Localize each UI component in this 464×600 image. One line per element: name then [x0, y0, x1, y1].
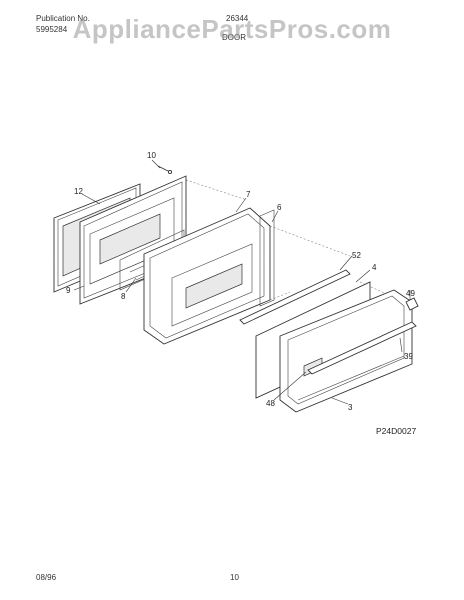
door-handle-part — [307, 321, 417, 375]
callout-3: 3 — [348, 403, 353, 412]
outer-door-frame-part — [279, 289, 413, 413]
screw-part — [157, 165, 173, 175]
publication-number: 5995284 — [36, 25, 68, 34]
end-cap-part — [405, 297, 419, 311]
model-number: 26344 — [226, 14, 249, 23]
publication-label: Publication No. — [36, 14, 90, 23]
trim-strip-part — [239, 269, 351, 325]
callout-52: 52 — [352, 251, 361, 260]
footer-date: 08/96 — [36, 573, 57, 582]
callout-49: 49 — [406, 289, 415, 298]
callout-39: 39 — [404, 352, 413, 361]
callout-48: 48 — [266, 399, 275, 408]
section-title: DOOR — [222, 33, 246, 42]
leader-lines — [73, 159, 411, 405]
callout-8: 8 — [121, 292, 126, 301]
callout-10: 10 — [147, 151, 156, 160]
figure-code: P24D0027 — [376, 426, 416, 436]
callout-7: 7 — [246, 190, 251, 199]
footer-page-number: 10 — [230, 573, 239, 582]
callout-12: 12 — [74, 187, 83, 196]
callout-4: 4 — [372, 263, 377, 272]
door-insert-part — [259, 209, 275, 307]
callout-6: 6 — [277, 203, 282, 212]
callout-9: 9 — [66, 286, 71, 295]
door-panel-part — [143, 207, 271, 345]
